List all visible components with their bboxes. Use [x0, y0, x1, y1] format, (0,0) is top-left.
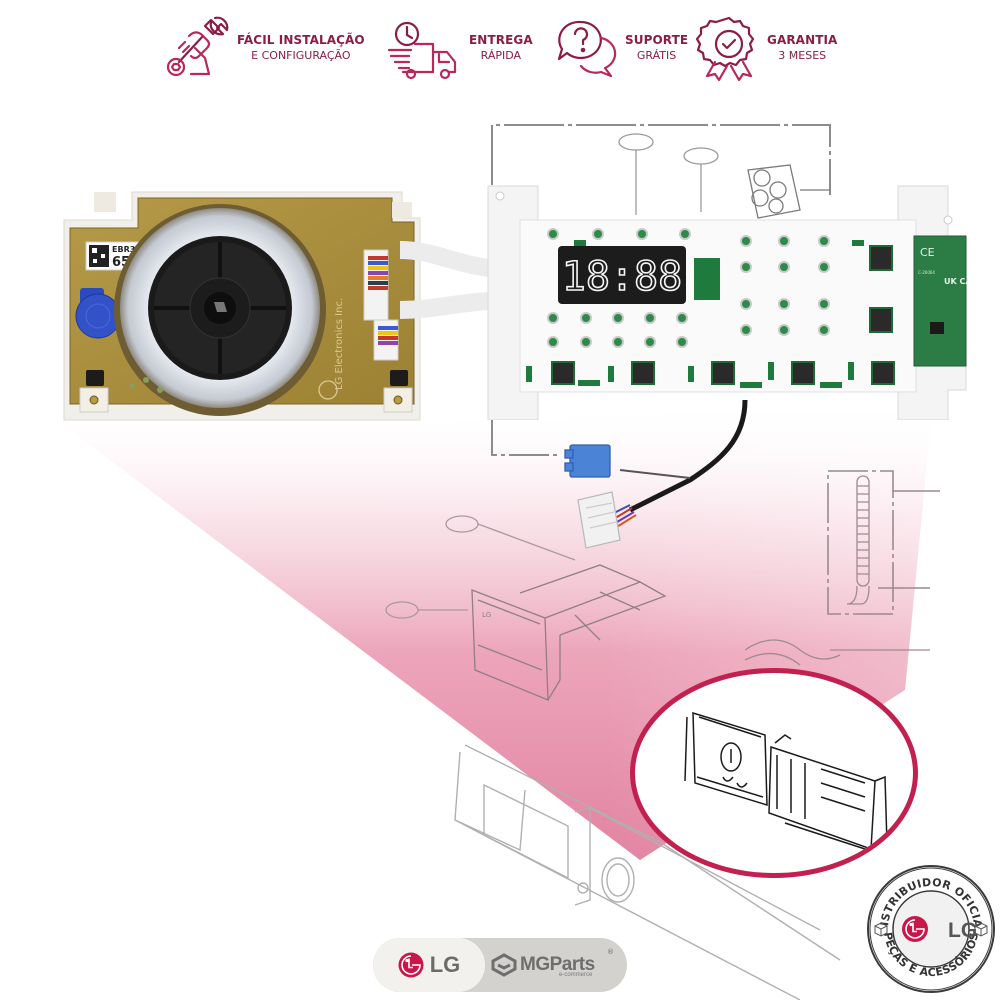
mgparts-brand: MGParts ® e-commerce: [485, 938, 627, 992]
brand-bar: LG MGParts ® e-commerce: [373, 938, 627, 992]
blue-buzzer: [75, 288, 121, 339]
ukca-mark: UK CA: [944, 277, 968, 286]
water-valve-sketch: [747, 164, 830, 219]
ce-mark: CE: [920, 246, 935, 259]
callout-bubble: [683, 147, 719, 165]
feature-banner: FÁCIL INSTALAÇÃO E CONFIGURAÇÃO ENTREGA …: [165, 10, 845, 85]
drain-hose-sketch: [846, 475, 870, 605]
drain-hose-frame: [827, 470, 940, 615]
lg-logo-icon: [398, 952, 424, 978]
chat-question-icon: [557, 20, 617, 77]
lg-wordmark: LG: [429, 952, 461, 977]
box-icon: [874, 922, 988, 937]
knob-control-board: EBR331191 65 20 220104 2022 - 0W7: [63, 191, 421, 421]
lg-logo-icon: [902, 916, 928, 942]
detergent-drawer-sketch: LG: [471, 564, 667, 701]
blue-connector: [564, 444, 611, 478]
callout-bubble: [445, 515, 479, 533]
feature-delivery: ENTREGA RÁPIDA: [387, 10, 533, 85]
display-control-board: 18:88 CE UK CA C-26064: [487, 185, 968, 420]
registered-mark: ®: [607, 948, 614, 956]
white-connector: [577, 491, 621, 549]
svg-text:LG: LG: [482, 611, 491, 619]
delivery-truck-icon: [387, 21, 457, 79]
module-code: C-26064: [918, 270, 935, 275]
seven-segment-display: 18:88: [558, 246, 686, 304]
feature-support: SUPORTE GRÁTIS: [553, 10, 688, 85]
wifi-module: CE UK CA C-26064: [913, 235, 968, 367]
mgparts-logo-icon: [491, 953, 517, 977]
wrench-hand-icon: [166, 16, 229, 76]
tact-switch: [86, 370, 104, 386]
mgparts-wordmark: MGParts: [520, 954, 595, 975]
tact-switches: [551, 245, 895, 385]
upper-assembly-frame: [491, 124, 831, 456]
feature-subtitle: RÁPIDA: [480, 48, 522, 62]
official-distributor-seal: DISTRIBUIDOR OFICIAL PEÇAS E ACESSÓRIOS …: [866, 864, 995, 993]
rotary-dial: [114, 204, 326, 416]
feature-title: SUPORTE: [625, 32, 689, 47]
callout-bubble: [385, 601, 419, 619]
silkscreen-text: LG Electronics Inc.: [334, 298, 345, 390]
part-inset-circle: [630, 668, 918, 878]
feature-subtitle: E CONFIGURAÇÃO: [251, 48, 351, 62]
mgparts-subtitle: e-commerce: [559, 972, 593, 978]
ribbon-connector: [363, 249, 399, 361]
display-digits: 18:88: [562, 254, 682, 300]
feature-title: FÁCIL INSTALAÇÃO: [237, 32, 365, 47]
lg-brand: LG: [373, 938, 485, 992]
feature-installation: FÁCIL INSTALAÇÃO E CONFIGURAÇÃO: [165, 10, 365, 85]
board-line-drawing: [684, 711, 888, 852]
feature-subtitle: 3 MESES: [778, 48, 827, 62]
led-indicators: [547, 228, 830, 348]
callout-bubble: [618, 133, 654, 151]
warranty-badge-icon: [695, 16, 755, 81]
tact-switch: [390, 370, 408, 386]
feature-warranty: GARANTIA 3 MESES: [695, 10, 837, 85]
wire-harness-sketch: [744, 639, 841, 666]
front-panel-sketch: [454, 744, 841, 1000]
feature-title: ENTREGA: [469, 32, 533, 47]
feature-subtitle: GRÁTIS: [636, 48, 677, 62]
seal-lg-wordmark: LG: [948, 919, 977, 942]
feature-title: GARANTIA: [767, 32, 838, 47]
